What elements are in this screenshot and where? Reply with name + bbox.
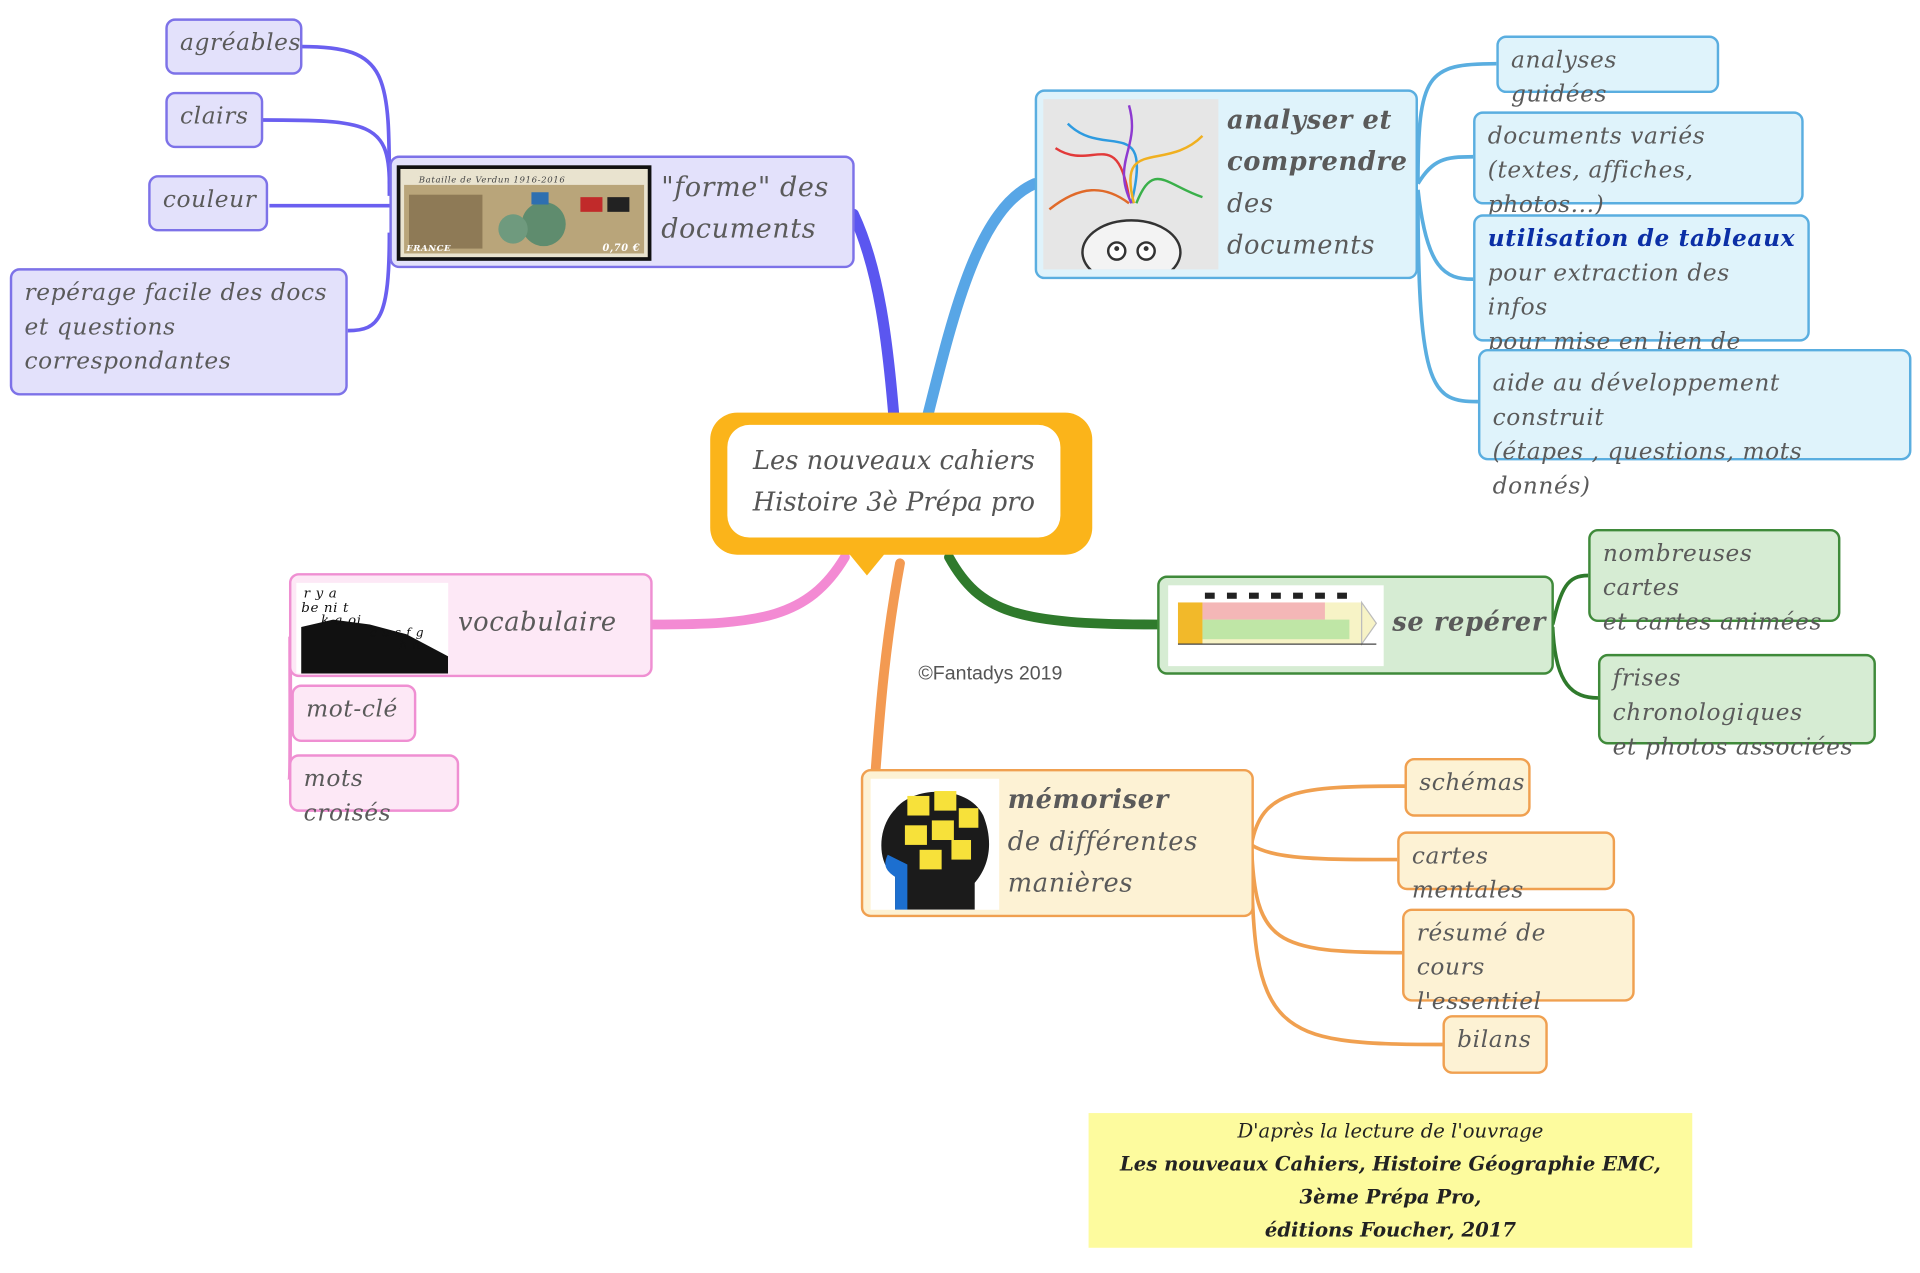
analyser-child-text: documents variés [1487,122,1706,150]
stamp-title: Bataille de Verdun 1916-2016 [418,175,566,185]
analyser-child-text: (textes, affiches, photos...) [1487,156,1694,218]
analyser-child-emphasis: utilisation de tableaux [1487,225,1796,253]
credit-line-3: 3ème Prépa Pro, [1299,1185,1482,1209]
reperer-node[interactable]: se repérer [1157,575,1554,675]
vocabulaire-title: vocabulaire [457,607,617,637]
analyser-child-text: pour extraction des infos [1487,259,1730,321]
memoriser-child-text: schémas [1419,768,1526,796]
forme-child-text: clairs [180,102,249,130]
central-topic-text: Les nouveaux cahiers Histoire 3è Prépa p… [727,424,1061,538]
analyser-child-text: aide au développement construit [1492,369,1780,432]
reperer-child-text: et cartes animées [1602,608,1823,636]
memoriser-child-schemas[interactable]: schémas [1404,757,1531,817]
svg-text:c u s f g: c u s f g [370,626,424,640]
analyser-child-aide[interactable]: aide au développement construit (étapes … [1477,348,1912,500]
memoriser-title-line-3: manières [1007,868,1134,898]
reperer-child-text: et photos associées [1612,733,1854,761]
analyser-title-line-2: comprendre [1226,145,1408,177]
memoriser-node[interactable]: mémoriser de différentes manières [860,768,1254,918]
svg-text:be ni t: be ni t [301,601,349,616]
memoriser-child-cartes-mentales[interactable]: cartes mentales [1397,831,1616,904]
credit-line-2: Les nouveaux Cahiers, Histoire Géographi… [1119,1152,1661,1176]
analyser-child-analyses[interactable]: analyses guidées [1496,35,1720,108]
analyser-child-documents[interactable]: documents variés (textes, affiches, phot… [1473,111,1804,218]
forme-title: "forme" des documents [661,168,829,251]
source-credit-box: D'après la lecture de l'ouvrage Les nouv… [1088,1113,1693,1248]
reperer-title: se repérer [1392,606,1546,637]
analyser-child-tableaux[interactable]: utilisation de tableaux pour extraction … [1473,214,1810,389]
vocabulaire-child-text: mot-clé [306,695,398,723]
analyser-child-text: (étapes , questions, mots donnés) [1492,438,1803,500]
forme-title-line-2: documents [661,214,817,245]
forme-child-couleur[interactable]: couleur [148,175,269,232]
forme-child-text: agréables [180,29,302,57]
memoriser-title-line-2: de différentes [1007,826,1198,856]
analyser-title-line-4: documents [1226,230,1376,260]
memoriser-child-resume[interactable]: résumé de cours l'essentiel [1402,908,1635,1015]
central-pointer [844,548,889,576]
forme-documents-node[interactable]: Bataille de Verdun 1916-2016 FRANCE 0,70… [389,155,855,269]
reperer-child-frises[interactable]: frises chronologiques et photos associée… [1597,653,1876,760]
stamp-price: 0,70 € [602,243,640,254]
reperer-child-cartes[interactable]: nombreuses cartes et cartes animées [1588,528,1841,636]
memoriser-child-text: l'essentiel [1416,988,1542,1016]
credit-line-1: D'après la lecture de l'ouvrage [1237,1119,1544,1143]
stamp-country: FRANCE [406,244,452,254]
forme-child-text: repérage facile des docs [24,279,328,307]
vocabulaire-child-mots-croises[interactable]: mots croisés [288,754,460,827]
analyser-title-line-1: analyser et [1226,104,1392,135]
forme-child-agreables[interactable]: agréables [165,18,303,75]
credit-line-4: éditions Foucher, 2017 [1264,1218,1516,1242]
memoriser-title-line-1: mémoriser [1007,783,1169,815]
tangled-arrows-head-image [1043,99,1219,270]
central-topic[interactable]: Les nouveaux cahiers Histoire 3è Prépa p… [710,412,1093,555]
stamp-image: Bataille de Verdun 1916-2016 FRANCE 0,70… [396,165,652,261]
memoriser-child-bilans[interactable]: bilans [1442,1015,1548,1074]
analyser-title-line-3: des [1226,188,1274,218]
memoriser-title: mémoriser de différentes manières [1008,779,1198,904]
svg-text:k a oi: k a oi [321,613,362,628]
analyser-title: analyser et comprendre des documents [1227,99,1408,266]
analyser-node[interactable]: analyser et comprendre des documents [1034,89,1418,280]
copyright-text: ©Fantadys 2019 [918,663,1063,685]
vocabulaire-child-mot-cle[interactable]: mot-clé [291,684,417,743]
forme-title-line-1: "forme" des [661,172,829,204]
memoriser-child-text: bilans [1457,1026,1532,1054]
letters-scatter-image: r y a be ni t k a oi c u s f g h n [296,582,449,674]
svg-text:r y a: r y a [304,587,338,602]
vocabulaire-node[interactable]: r y a be ni t k a oi c u s f g h n vocab… [288,573,653,678]
reperer-child-text: frises chronologiques [1612,664,1803,727]
svg-text:h n: h n [399,638,421,652]
head-with-notes-image [870,778,1000,910]
central-line-2: Histoire 3è Prépa pro [752,487,1036,517]
memoriser-child-text: cartes mentales [1411,842,1524,904]
analyser-child-text: analyses guidées [1511,46,1617,108]
forme-child-text: et questions [24,313,176,341]
memoriser-child-text: résumé de cours [1416,919,1546,981]
forme-child-clairs[interactable]: clairs [165,91,264,149]
central-line-1: Les nouveaux cahiers [752,445,1035,476]
forme-child-text: correspondantes [24,347,232,375]
timeline-image [1168,585,1384,667]
vocabulaire-child-text: mots croisés [303,765,392,827]
forme-child-text: couleur [162,186,257,214]
forme-child-reperage[interactable]: repérage facile des docs et questions co… [9,268,348,396]
reperer-child-text: nombreuses cartes [1602,540,1753,602]
